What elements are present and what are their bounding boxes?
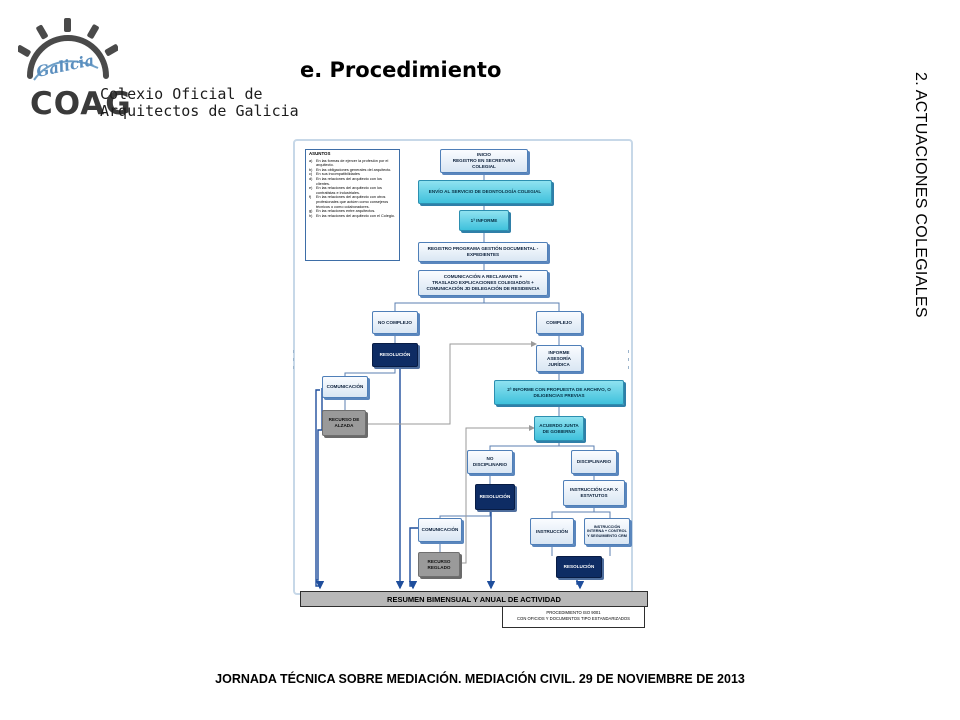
node-segundo-informe: 2ª INFORME CON PROPUESTA DE ARCHIVO, O D… xyxy=(494,380,624,405)
node-acuerdo-junta: ACUERDO JUNTA DE GOBIERNO xyxy=(534,416,584,441)
node-registro-gestion: REGISTRO PROGRAMA GESTIÓN DOCUMENTAL - E… xyxy=(418,242,548,262)
asuntos-legend: ASUNTOS a)En las formas de ejercer la pr… xyxy=(305,149,400,261)
node-comunicacion-1: COMUNICACIÓN xyxy=(322,376,368,398)
list-item: c)En sus incompatibilidades xyxy=(309,172,360,177)
node-no-disciplinario: NO DISCIPLINARIO xyxy=(467,450,513,474)
resumen-bar: RESUMEN BIMENSUAL Y ANUAL DE ACTIVIDAD xyxy=(300,591,648,607)
list-item: f)En las relaciones del arquitecto con o… xyxy=(309,195,389,209)
list-item: h)En las relaciones del arquitecto con e… xyxy=(309,213,395,218)
node-recurso-alzada: RECURSO DE ALZADA xyxy=(322,410,366,436)
page-title: e. Procedimiento xyxy=(300,58,502,82)
footer-text: JORNADA TÉCNICA SOBRE MEDIACIÓN. MEDIACI… xyxy=(215,672,745,686)
node-resolucion-1: RESOLUCIÓN xyxy=(372,343,418,367)
procedimiento-line1: PROCEDIMIENTO ISO 9001 xyxy=(546,610,601,615)
list-item: e)En las relaciones del arquitecto con l… xyxy=(309,186,382,195)
node-recurso-reglado: RECURSO REGLADO xyxy=(418,552,460,577)
logo-name-line1: Colexio Oficial de xyxy=(100,85,263,103)
node-instruccion: INSTRUCCIÓN xyxy=(530,518,574,545)
node-primer-informe: 1ª INFORME xyxy=(459,210,509,231)
procedimiento-note: PROCEDIMIENTO ISO 9001 CON OFICIOS Y DOC… xyxy=(502,606,645,628)
node-envio-deontologia: ENVÍO AL SERVICIO DE DEONTOLOGÍA COLEGIA… xyxy=(418,180,552,204)
node-resolucion-3: RESOLUCIÓN xyxy=(556,556,602,578)
logo-abbr: COAG xyxy=(30,86,132,122)
node-inicio: INICIO REGISTRO EN SECRETARIA COLEGIAL xyxy=(440,149,528,173)
node-comunicacion-2: COMUNICACIÓN xyxy=(418,518,462,542)
node-resolucion-2: RESOLUCIÓN xyxy=(475,484,515,510)
sunburst-logo-icon xyxy=(18,18,118,81)
node-instruccion-cap: INSTRUCCIÓN CAP. X ESTATUTOS xyxy=(563,480,625,506)
asuntos-heading: ASUNTOS xyxy=(309,151,331,156)
list-item: a)En las formas de ejercer la profesión … xyxy=(309,158,389,168)
list-item: d)En las relaciones del arquitecto con l… xyxy=(309,176,382,186)
node-comunicacion-reclamante: COMUNICACIÓN A RECLAMANTE + TRASLADO EXP… xyxy=(418,270,548,296)
node-no-complejo: NO COMPLEJO xyxy=(372,311,418,334)
procedimiento-line2: CON OFICIOS Y DOCUMENTOS TIPO ESTANDARIZ… xyxy=(517,616,630,621)
list-item: b)En las obligaciones generales del arqu… xyxy=(309,167,392,172)
node-informe-asesoria: INFORME ASESORÍA JURÍDICA xyxy=(536,345,582,372)
list-item: g)En las relaciones entre arquitectos. xyxy=(309,209,376,214)
logo-name-line2: Arquitectos de Galicia xyxy=(100,102,299,120)
node-disciplinario: DISCIPLINARIO xyxy=(571,450,617,474)
node-instruccion-interna: INSTRUCCIÓN INTERNA + CONTROL Y SEGUIMIE… xyxy=(584,518,630,545)
node-complejo: COMPLEJO xyxy=(536,311,582,334)
